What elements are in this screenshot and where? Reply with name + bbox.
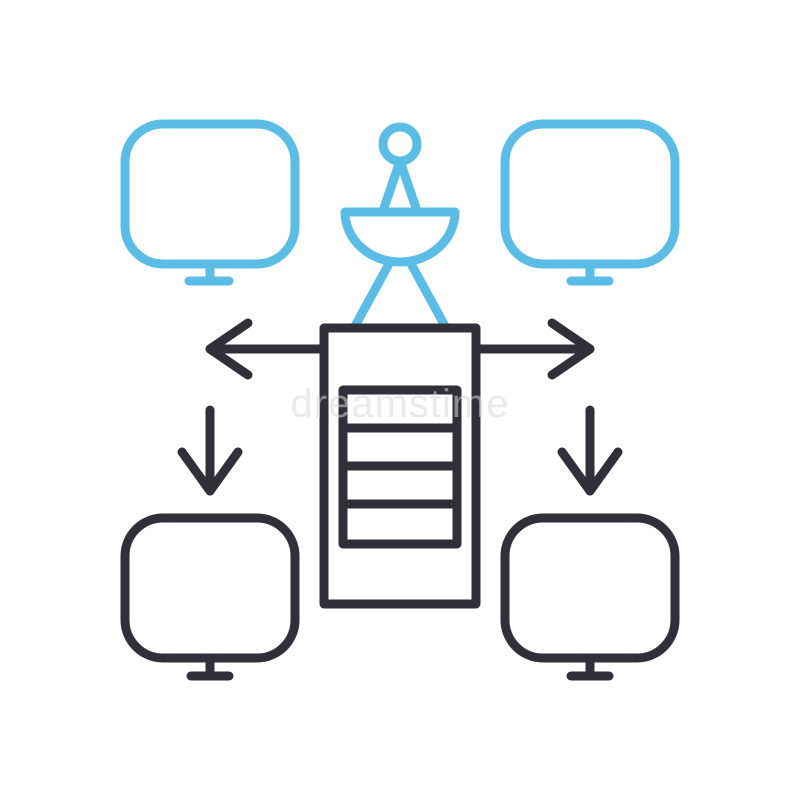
bottom-right-monitor-icon bbox=[500, 513, 680, 681]
arrow-right-icon bbox=[473, 318, 595, 380]
arrow-left-icon bbox=[205, 318, 327, 380]
top-right-monitor-icon bbox=[500, 119, 680, 286]
server-rack-icon bbox=[319, 323, 481, 609]
top-left-monitor-icon bbox=[120, 119, 300, 286]
arrow-down-left-icon bbox=[177, 405, 243, 496]
arrow-down-right-icon bbox=[557, 405, 623, 496]
satellite-dish-icon bbox=[340, 122, 460, 333]
bottom-left-monitor-icon bbox=[120, 513, 300, 681]
